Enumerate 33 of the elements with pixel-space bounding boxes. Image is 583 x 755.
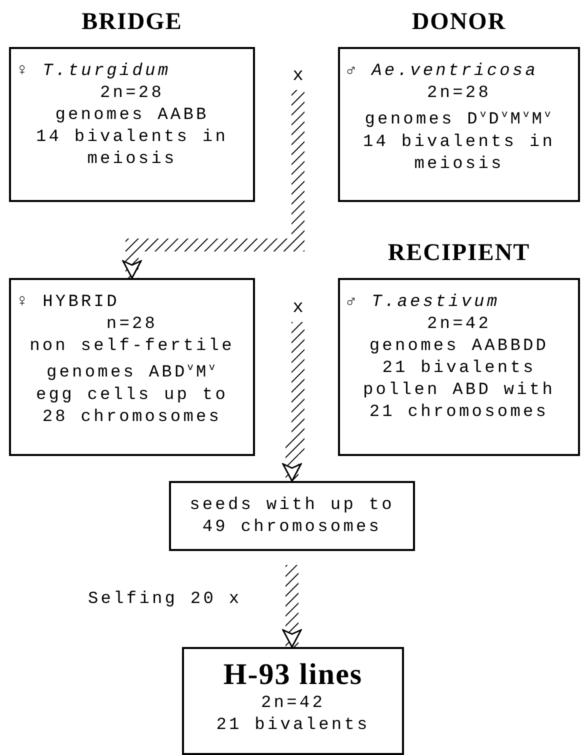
- process-box: [182, 647, 404, 755]
- box-heading: RECIPIENT: [386, 240, 532, 267]
- species-label: ♀ HYBRID: [17, 292, 120, 314]
- box-text: non self-fertile: [28, 336, 236, 358]
- species-label: ♂ Ae.ventricosa: [346, 61, 540, 83]
- box-text: 2n=42: [260, 693, 326, 715]
- process-box: [9, 278, 255, 456]
- box-text: 2n=28: [426, 83, 492, 105]
- box-text: genomes AABB: [54, 105, 210, 127]
- cross-sign: x: [288, 66, 308, 88]
- box-text: 14 bivalents in meiosis: [362, 132, 556, 176]
- result-title: H-93 lines: [222, 657, 364, 693]
- box-heading: BRIDGE: [80, 9, 184, 36]
- hatched-arrow: [122, 90, 304, 279]
- box-text: 14 bivalents in meiosis: [34, 127, 230, 171]
- cross-sign: x: [288, 298, 308, 320]
- hatched-arrow: [282, 565, 302, 648]
- box-text: 2n=42: [426, 314, 492, 336]
- box-text: n=28: [105, 314, 159, 336]
- box-text: genomes AABBDD: [368, 336, 550, 358]
- process-box: [169, 481, 415, 551]
- box-text: 21 bivalents: [215, 715, 371, 737]
- box-text: pollen ABD with 21 chromosomes: [362, 380, 556, 424]
- hatched-arrow: [282, 322, 304, 482]
- species-label: ♂ T.aestivum: [346, 292, 501, 314]
- box-text: seeds with up to 49 chromosomes: [188, 495, 396, 539]
- box-text: genomes ABD$^{v}$M$^{v}$: [45, 362, 219, 385]
- species-label: ♀ T.turgidum: [17, 61, 172, 83]
- box-text: 21 bivalents: [381, 358, 537, 380]
- box-text: egg cells up to 28 chromosomes: [34, 384, 230, 429]
- box-text: genomes D$^{v}$D$^{v}$M$^{v}$M$^{v}$: [364, 109, 554, 132]
- box-heading: DONOR: [410, 9, 508, 36]
- box-text: 2n=28: [98, 83, 165, 105]
